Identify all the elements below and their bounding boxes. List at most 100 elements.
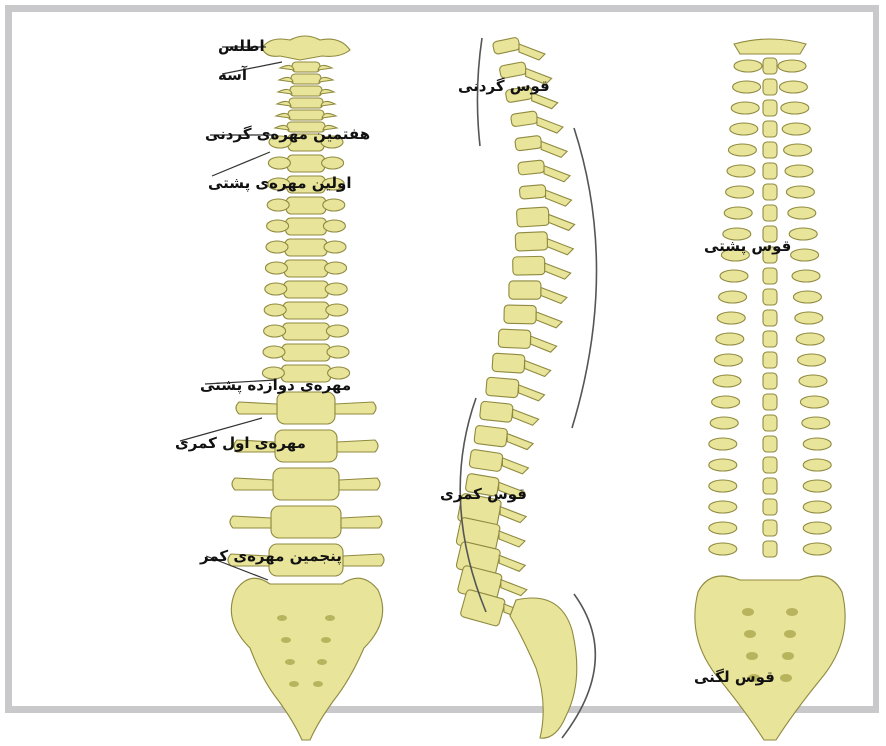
lumbar-vertebra (271, 506, 341, 538)
side-vertebral-body (518, 160, 545, 175)
thoracic-transverse-process (265, 283, 287, 295)
back-transverse-process (714, 354, 742, 366)
side-vertebral-body (504, 305, 536, 324)
back-transverse-process (803, 438, 831, 450)
back-transverse-process (712, 396, 740, 408)
back-sacrum (695, 576, 845, 740)
back-transverse-process (709, 459, 737, 471)
back-spinous-process (763, 310, 777, 326)
cervical-transverse-process (280, 65, 294, 70)
back-transverse-process (803, 480, 831, 492)
back-transverse-process (802, 417, 830, 429)
atlas-vertebra (262, 36, 350, 60)
back-transverse-process (803, 459, 831, 471)
thoracic-vertebra (284, 260, 327, 277)
sacral-foramen (317, 659, 327, 665)
back-transverse-process (713, 375, 741, 387)
thoracic-transverse-process (264, 325, 286, 337)
cervical-transverse-process (322, 113, 336, 118)
thoracic-vertebra (286, 197, 326, 214)
lumbar-transverse-process (236, 402, 277, 414)
spinous-process (507, 434, 533, 450)
spinous-process (499, 531, 525, 547)
cervical-vertebra (290, 86, 322, 96)
back-spinous-process (763, 478, 777, 494)
back-spinous-process (763, 436, 777, 452)
back-spinous-process (763, 100, 777, 116)
back-transverse-process (724, 207, 752, 219)
back-transverse-process (709, 522, 737, 534)
spinous-process (549, 214, 575, 230)
label-fifth-lumbar: پنجمین مهره‌ی کمر (199, 547, 342, 566)
cervical-vertebra (288, 110, 324, 120)
back-spinous-process (763, 520, 777, 536)
back-transverse-process (791, 249, 819, 261)
lumbar-vertebra (277, 392, 335, 424)
back-transverse-process (803, 543, 831, 555)
cervical-transverse-process (319, 77, 333, 82)
side-vertebral-body (515, 232, 548, 252)
sacrum (231, 578, 382, 740)
back-spinous-process (763, 373, 777, 389)
label-axis: آسه (218, 66, 248, 84)
thoracic-vertebra (287, 155, 324, 172)
back-transverse-process (796, 333, 824, 345)
thoracic-transverse-process (264, 304, 286, 316)
back-transverse-process (731, 102, 759, 114)
back-transverse-process (720, 270, 748, 282)
spinous-process (519, 44, 545, 60)
back-transverse-process (800, 396, 828, 408)
back-transverse-process (792, 270, 820, 282)
thoracic-transverse-process (323, 199, 345, 211)
back-transverse-process (710, 417, 738, 429)
sacral-foramen (313, 681, 323, 687)
label-atlas: اطلس (218, 37, 265, 55)
side-vertebral-body (492, 37, 520, 55)
back-spinous-process (763, 415, 777, 431)
back-spinous-process (763, 457, 777, 473)
cervical-transverse-process (278, 89, 292, 94)
back-transverse-process (781, 102, 809, 114)
thoracic-transverse-process (263, 346, 285, 358)
thoracic-vertebra (284, 281, 328, 298)
side-vertebral-body (513, 256, 545, 275)
side-vertebral-body (492, 353, 525, 373)
thoracic-transverse-process (267, 199, 289, 211)
label-twelfth-thoracic: مهره‌ی دوازده پشتی (200, 376, 351, 395)
cervical-vertebra (291, 74, 321, 84)
sacral-foramen (321, 637, 331, 643)
cervical-transverse-process (276, 113, 290, 118)
spinous-process (532, 93, 558, 109)
back-spinous-process (763, 331, 777, 347)
thoracic-transverse-process (323, 220, 345, 232)
side-vertebral-body (516, 207, 549, 227)
cervical-transverse-process (318, 65, 332, 70)
back-spinous-process (763, 289, 777, 305)
side-view-spine (456, 37, 577, 738)
side-vertebral-body (510, 111, 538, 127)
lumbar-vertebra (273, 468, 339, 500)
back-transverse-process (730, 123, 758, 135)
back-transverse-process (786, 186, 814, 198)
side-vertebral-body (479, 401, 513, 422)
cervical-transverse-process (321, 101, 335, 106)
lumbar-transverse-process (232, 478, 273, 490)
back-spinous-process (763, 268, 777, 284)
back-transverse-process (709, 438, 737, 450)
back-transverse-process (799, 375, 827, 387)
side-vertebral-body (460, 589, 506, 627)
back-spinous-process (763, 499, 777, 515)
side-sacrum (510, 598, 577, 738)
spinous-process (500, 507, 526, 523)
back-spinous-process (763, 121, 777, 137)
spinous-process (541, 141, 567, 157)
back-transverse-process (733, 81, 761, 93)
spinous-process (544, 166, 570, 182)
thoracic-transverse-process (268, 157, 290, 169)
spinous-process (499, 555, 525, 571)
back-spinous-process (763, 142, 777, 158)
side-vertebral-body (474, 425, 508, 447)
back-transverse-process (788, 207, 816, 219)
back-transverse-process (727, 165, 755, 177)
